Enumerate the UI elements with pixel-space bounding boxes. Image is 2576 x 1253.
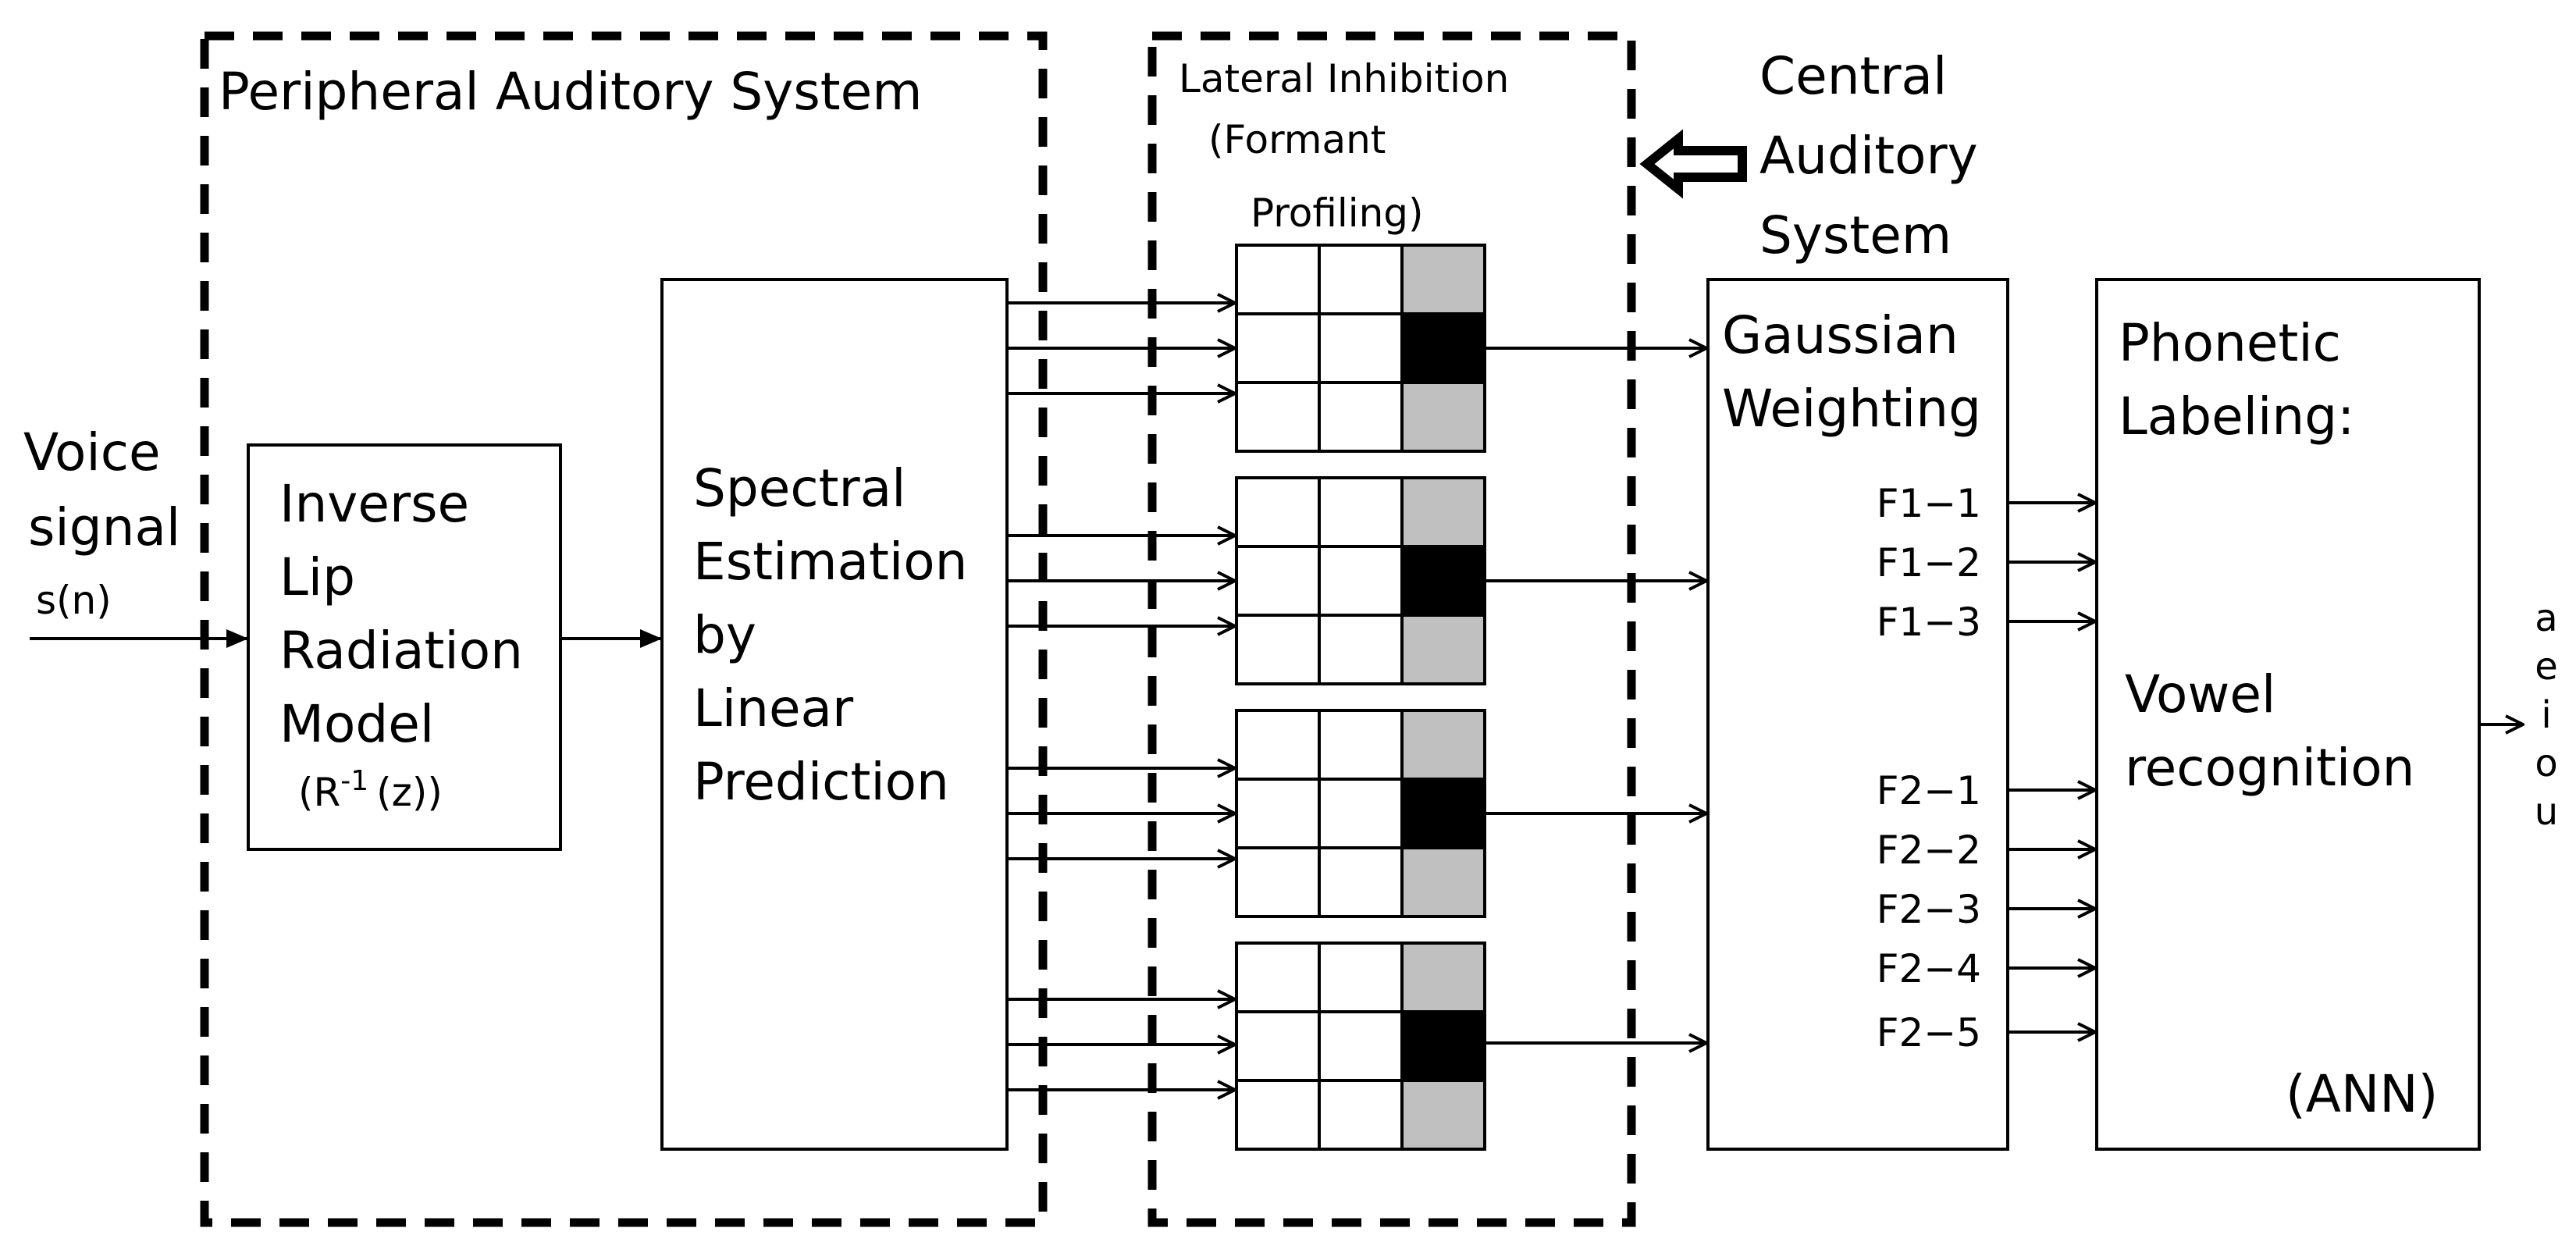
- lip-block-formula: (R-1(z)): [298, 765, 443, 816]
- formant-grid: [1235, 942, 1486, 1151]
- formant-cell: [1400, 1010, 1486, 1082]
- phonetic-block-footer: (ANN): [2286, 1064, 2438, 1124]
- formant-profiling-grids: [1007, 244, 1706, 1151]
- lateral-group-box: [1147, 31, 1636, 1227]
- formant-cell: [1400, 476, 1486, 548]
- lip-block-line-2: Lip: [279, 547, 355, 607]
- peripheral-group-title: Peripheral Auditory System: [219, 62, 923, 122]
- lateral-title-line-2: (Formant: [1208, 117, 1386, 162]
- central-title-line-2: Auditory: [1759, 126, 1978, 186]
- formant-cell: [1318, 312, 1404, 384]
- phonetic-labeling-block: [2095, 278, 2481, 1151]
- formant-cell: [1318, 778, 1404, 849]
- formant-cell: [1318, 614, 1404, 685]
- phonetic-block-body-2: recognition: [2125, 738, 2414, 798]
- feature-label: F2−3: [1877, 887, 1981, 932]
- lateral-title-line-1: Lateral Inhibition: [1179, 56, 1509, 101]
- spectral-block-line-4: Linear: [693, 678, 854, 739]
- lip-block-line-4: Model: [279, 694, 434, 754]
- formant-cell: [1235, 312, 1321, 384]
- vowel-output-label: a: [2535, 596, 2557, 640]
- formant-cell: [1318, 942, 1404, 1013]
- vowel-output-label: o: [2535, 742, 2557, 785]
- phonetic-block-line-1: Phonetic: [2119, 313, 2341, 373]
- feature-label: F1−1: [1877, 481, 1981, 526]
- formant-cell: [1400, 244, 1486, 315]
- formant-cell: [1318, 381, 1404, 453]
- feature-label: F2−5: [1877, 1010, 1981, 1055]
- formant-cell: [1318, 1010, 1404, 1082]
- formant-grid: [1235, 709, 1486, 918]
- formant-cell: [1318, 545, 1404, 617]
- formant-cell: [1400, 709, 1486, 781]
- phonetic-block-body-1: Vowel: [2125, 664, 2275, 724]
- lateral-title-line-3: Profiling): [1251, 190, 1424, 236]
- formant-cell: [1235, 1079, 1321, 1151]
- phonetic-block-line-2: Labeling:: [2119, 386, 2354, 447]
- gaussian-block-line-2: Weighting: [1722, 379, 1981, 439]
- feature-label: F1−3: [1877, 600, 1981, 645]
- feature-label: F2−4: [1877, 946, 1981, 991]
- formant-cell: [1400, 942, 1486, 1013]
- formant-cell: [1235, 846, 1321, 918]
- formant-cell: [1235, 1010, 1321, 1082]
- vowel-output-label: u: [2535, 790, 2558, 834]
- lip-radiation-block: [247, 443, 562, 851]
- lip-block-line-3: Radiation: [279, 621, 523, 681]
- formant-cell: [1235, 942, 1321, 1013]
- formant-cell: [1318, 244, 1404, 315]
- formant-cell: [1235, 778, 1321, 849]
- feature-outputs: F1−1F1−2F1−3F2−1F2−2F2−3F2−4F2−5: [1877, 481, 2095, 1055]
- formant-cell: [1400, 1079, 1486, 1151]
- formant-cell: [1400, 312, 1486, 384]
- formant-grid: [1235, 476, 1486, 685]
- feature-label: F1−2: [1877, 540, 1981, 586]
- spectral-block-line-3: by: [693, 605, 756, 665]
- formant-grid: [1235, 244, 1486, 453]
- feature-label: F2−1: [1877, 768, 1981, 813]
- central-feedback-arrow-icon: [1639, 129, 1747, 199]
- central-title-line-3: System: [1759, 205, 1952, 265]
- input-label-line-1: Voice: [23, 422, 161, 482]
- formant-cell: [1400, 545, 1486, 617]
- input-label-line-2: signal: [28, 497, 180, 557]
- formant-cell: [1235, 381, 1321, 453]
- formant-cell: [1400, 614, 1486, 685]
- formant-cell: [1400, 846, 1486, 918]
- formant-cell: [1318, 476, 1404, 548]
- central-title-line-1: Central: [1759, 46, 1947, 106]
- formant-cell: [1235, 476, 1321, 548]
- input-label-line-3: s(n): [36, 578, 112, 623]
- formant-cell: [1235, 614, 1321, 685]
- formant-cell: [1318, 846, 1404, 918]
- spectral-block-line-1: Spectral: [693, 458, 906, 518]
- formant-cell: [1400, 381, 1486, 453]
- vowel-output-label: e: [2535, 645, 2558, 689]
- spectral-estimation-block: [660, 278, 1009, 1151]
- peripheral-group-box: [200, 31, 1048, 1227]
- formant-cell: [1235, 244, 1321, 315]
- formant-cell: [1318, 1079, 1404, 1151]
- feature-label: F2−2: [1877, 828, 1981, 873]
- formant-cell: [1318, 709, 1404, 781]
- formant-cell: [1235, 709, 1321, 781]
- spectral-block-line-2: Estimation: [693, 532, 967, 592]
- gaussian-weighting-block: [1706, 278, 2009, 1151]
- lip-block-line-1: Inverse: [279, 474, 469, 534]
- vowel-output-label: i: [2541, 693, 2551, 737]
- formant-cell: [1235, 545, 1321, 617]
- formant-cell: [1400, 778, 1486, 849]
- spectral-block-line-5: Prediction: [693, 752, 949, 812]
- gaussian-block-line-1: Gaussian: [1722, 305, 1959, 365]
